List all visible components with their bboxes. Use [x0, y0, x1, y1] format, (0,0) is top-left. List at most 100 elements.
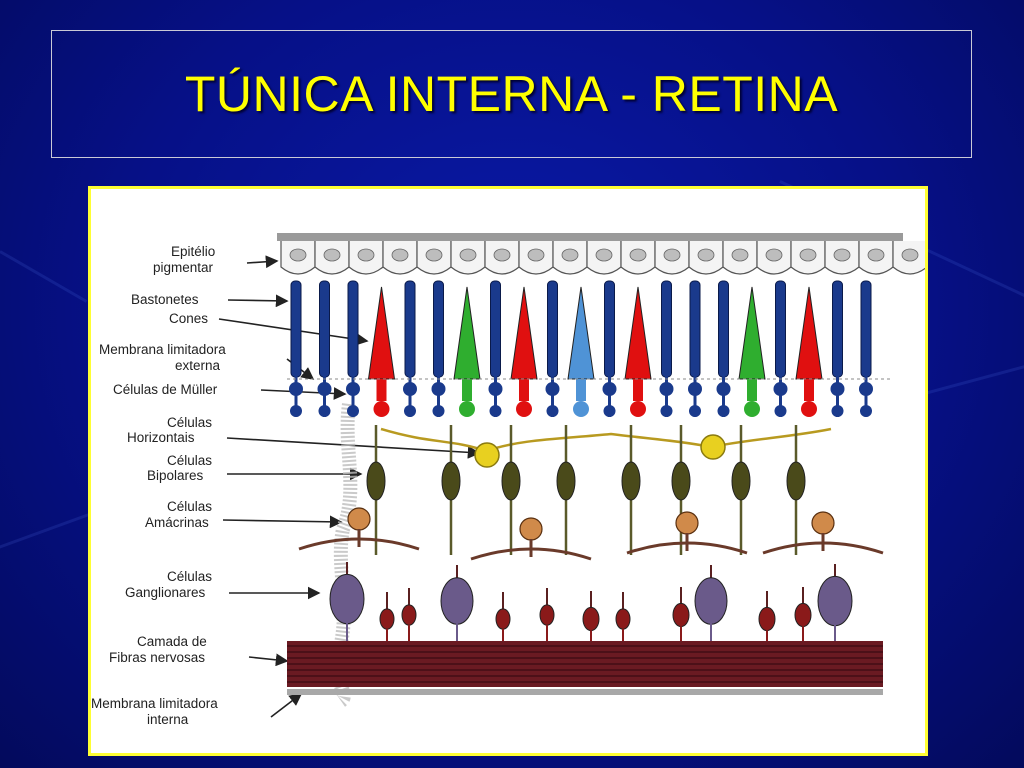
pigment-cell-nucleus: [289, 248, 307, 262]
cone-pedicle-blue: [573, 401, 589, 417]
rod-cell: [319, 280, 330, 378]
rod-cell: [718, 280, 729, 378]
pigment-cell-nucleus: [765, 248, 783, 262]
pigment-cell-nucleus: [323, 248, 341, 262]
arrow-membrana-interna: [270, 693, 303, 718]
rod-cell: [547, 280, 558, 378]
cone-pedicle-red: [801, 401, 817, 417]
horizontal-cell: [474, 442, 500, 468]
cone-cell-green: [738, 286, 766, 380]
label-epitelio: pigmentar: [153, 260, 214, 275]
bipolar-cell: [671, 461, 691, 501]
cone-cell-blue: [567, 286, 595, 380]
pigment-cell-nucleus: [833, 248, 851, 262]
cone-pedicle-red: [516, 401, 532, 417]
arrow-bastonetes: [227, 294, 289, 308]
arrow-amacrinas: [222, 515, 343, 529]
background-streak: [0, 250, 88, 303]
pigment-cell-nucleus: [459, 248, 477, 262]
rod-cell: [347, 280, 359, 378]
ganglion-cell: [539, 604, 555, 626]
cone-cell-red: [510, 286, 538, 380]
retina-figure: Epitélio pigmentar Bastonetes Cones Memb…: [88, 186, 928, 756]
rod-cell: [490, 280, 501, 378]
ganglion-cell: [329, 573, 365, 625]
pigment-cell-nucleus: [663, 248, 681, 262]
bipolar-cell: [621, 461, 641, 501]
rod-cell: [604, 280, 615, 378]
label-cones: Cones: [169, 311, 208, 326]
ganglion-cell: [672, 602, 690, 628]
rod-cell: [661, 280, 672, 378]
cone-body-red: [376, 379, 387, 401]
label-membrana-interna: Membrana limitadora: [91, 696, 218, 711]
slide-title: TÚNICA INTERNA - RETINA: [184, 66, 839, 122]
ganglion-cell: [615, 608, 631, 630]
rod-cell: [433, 280, 444, 378]
amacrine-cell: [519, 517, 543, 541]
muller-cell: [328, 403, 358, 707]
label-bipolares: Bipolares: [147, 468, 204, 483]
amacrine-cells: [298, 507, 884, 561]
bipolar-cell: [441, 461, 461, 501]
cone-cell-red: [367, 286, 396, 380]
cone-pedicle-green: [459, 401, 475, 417]
photoreceptor-layer: [287, 280, 891, 417]
arrow-fibras: [248, 653, 289, 667]
ganglion-cell: [582, 606, 600, 632]
amacrine-cell: [811, 511, 835, 535]
ganglion-cells: [329, 562, 853, 641]
cone-cell-green: [453, 286, 481, 380]
pigment-cell-nucleus: [629, 248, 647, 262]
cone-body-blue: [576, 379, 586, 401]
arrow-muller: [260, 387, 347, 400]
ganglion-cell: [379, 608, 395, 630]
label-amacrinas: Células: [167, 499, 212, 514]
label-membrana-externa: externa: [175, 358, 221, 373]
ganglion-cell: [758, 606, 776, 632]
cone-cell-red: [795, 286, 823, 380]
label-horizontais: Horizontais: [127, 430, 195, 445]
ganglion-cell: [401, 604, 417, 626]
rod-cell: [832, 280, 843, 378]
inner-limiting-membrane: [287, 689, 883, 695]
ganglion-cell: [794, 602, 812, 628]
pigment-cell-nucleus: [425, 248, 443, 262]
retina-diagram: Epitélio pigmentar Bastonetes Cones Memb…: [91, 233, 925, 727]
rod-cell: [404, 280, 416, 378]
label-fibras: Fibras nervosas: [109, 650, 205, 665]
ganglion-cell: [495, 608, 511, 630]
horizontal-cell: [700, 434, 726, 460]
nerve-fiber-layer: [287, 641, 883, 687]
cone-body-green: [747, 379, 757, 401]
pigment-cell-nucleus: [391, 248, 409, 262]
bipolar-cell: [786, 461, 806, 501]
pigment-cell-nucleus: [595, 248, 613, 262]
bipolar-cell: [556, 461, 576, 501]
title-box: TÚNICA INTERNA - RETINA: [51, 30, 972, 158]
rod-cell: [860, 280, 872, 378]
cone-body-red: [633, 379, 643, 401]
amacrine-cell: [675, 511, 699, 535]
label-epitelio: Epitélio: [171, 244, 215, 259]
label-bipolares: Células: [167, 453, 212, 468]
amacrine-cell: [347, 507, 371, 531]
ganglion-cell: [440, 577, 474, 625]
pigment-cell-nucleus: [731, 248, 749, 262]
label-fibras: Camada de: [137, 634, 207, 649]
pigment-cell-nucleus: [493, 248, 511, 262]
cone-body-green: [462, 379, 472, 401]
rod-cell: [775, 280, 786, 378]
cone-pedicle-red: [373, 401, 390, 417]
label-group: Epitélio pigmentar Bastonetes Cones Memb…: [91, 244, 226, 727]
horizontal-cells: [380, 427, 832, 468]
pigment-cell-nucleus: [799, 248, 817, 262]
pigment-cell-nucleus: [527, 248, 545, 262]
bipolar-cell: [501, 461, 521, 501]
cone-cell-red: [624, 286, 652, 380]
horizontal-cell-processes: [380, 427, 832, 453]
label-amacrinas: Amácrinas: [145, 515, 209, 530]
bipolar-cells: [366, 425, 806, 555]
label-horizontais: Células: [167, 415, 212, 430]
pigment-cell-nucleus: [357, 248, 375, 262]
